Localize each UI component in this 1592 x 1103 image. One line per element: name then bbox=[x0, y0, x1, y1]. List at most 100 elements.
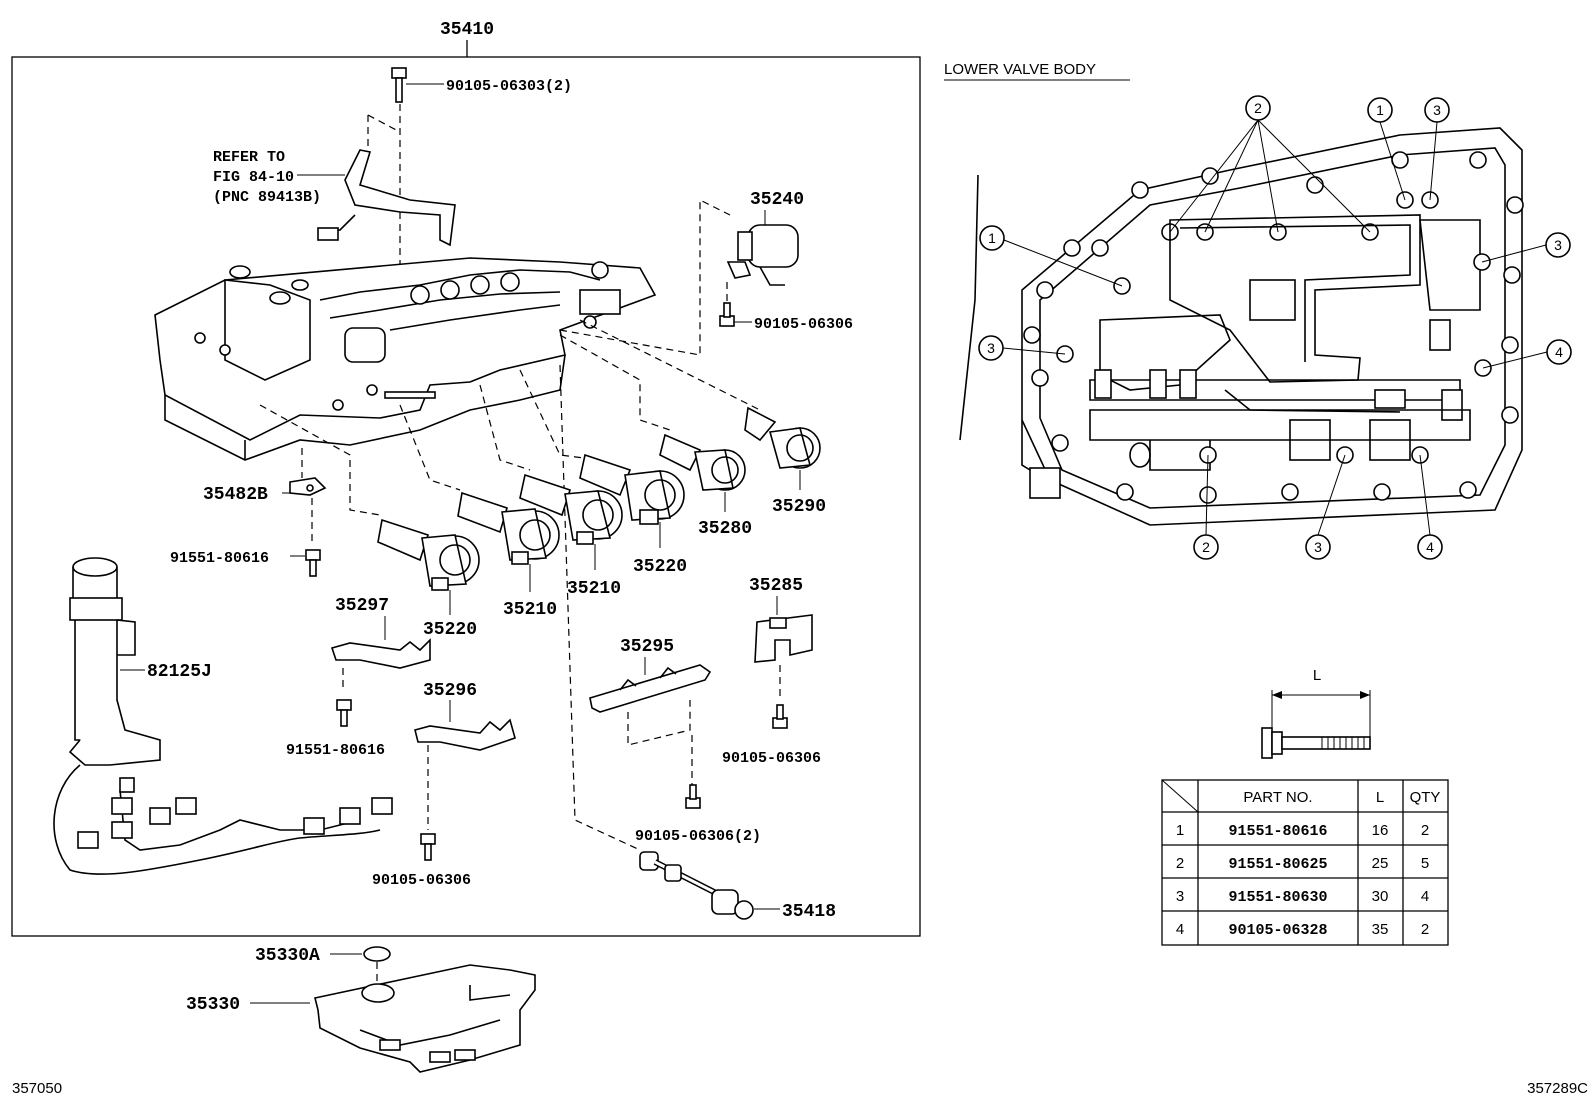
label-35285: 35285 bbox=[749, 576, 803, 596]
wire-bracket-icon bbox=[317, 114, 456, 247]
lower-valve-body-title: LOWER VALVE BODY bbox=[944, 61, 1096, 78]
svg-text:5: 5 bbox=[1421, 855, 1429, 872]
wiring-harness-82125j-icon bbox=[53, 557, 393, 875]
svg-text:4: 4 bbox=[1555, 344, 1563, 360]
label-35210-left: 35210 bbox=[503, 600, 557, 620]
svg-text:90105-06328: 90105-06328 bbox=[1228, 922, 1327, 939]
label-35330a: 35330A bbox=[255, 946, 320, 966]
callout-left-3: 3 bbox=[978, 335, 1004, 361]
svg-text:2: 2 bbox=[1202, 539, 1210, 555]
bolt-91551-a-icon bbox=[305, 549, 321, 577]
table-row: 1 91551-80616 16 2 bbox=[1176, 822, 1429, 840]
bolt-top-icon bbox=[391, 67, 407, 103]
bracket-35296-icon bbox=[414, 718, 516, 751]
callout-top-3: 3 bbox=[1424, 97, 1450, 123]
bracket-35285-icon bbox=[754, 614, 813, 663]
bolt-91551-b-icon bbox=[336, 699, 352, 727]
pipe-35418-icon bbox=[639, 851, 754, 920]
bolt-35295-icon bbox=[685, 784, 701, 809]
svg-text:3: 3 bbox=[1433, 102, 1441, 118]
label-35290: 35290 bbox=[772, 497, 826, 517]
svg-text:2: 2 bbox=[1254, 100, 1262, 116]
table-row: 4 90105-06328 35 2 bbox=[1176, 921, 1429, 939]
refer-text-3: (PNC 89413B) bbox=[213, 189, 321, 206]
bolt-35240-icon bbox=[719, 302, 735, 327]
svg-text:2: 2 bbox=[1176, 855, 1184, 872]
label-35297: 35297 bbox=[335, 596, 389, 616]
svg-text:30: 30 bbox=[1372, 888, 1389, 905]
plate-35295-icon bbox=[589, 664, 712, 713]
callout-bottom-2: 2 bbox=[1193, 534, 1219, 560]
solenoid-35220-left-icon bbox=[377, 518, 480, 591]
solenoid-35210-left-icon bbox=[457, 491, 560, 565]
label-35280: 35280 bbox=[698, 519, 752, 539]
table-row: 2 91551-80625 25 5 bbox=[1176, 855, 1429, 873]
callout-top-2: 2 bbox=[1245, 95, 1271, 121]
dimension-label-l: L bbox=[1313, 667, 1321, 684]
svg-text:91551-80630: 91551-80630 bbox=[1228, 889, 1327, 906]
label-35220-left: 35220 bbox=[423, 620, 477, 640]
label-assembly-35410: 35410 bbox=[440, 20, 494, 40]
refer-text-1: REFER TO bbox=[213, 149, 285, 166]
assembly-frame bbox=[11, 56, 921, 937]
sensor-35240-icon bbox=[726, 224, 799, 286]
label-35330: 35330 bbox=[186, 995, 240, 1015]
svg-text:4: 4 bbox=[1421, 888, 1429, 905]
svg-text:4: 4 bbox=[1426, 539, 1434, 555]
label-bolt-35296: 90105-06306 bbox=[372, 872, 471, 889]
callout-right-4: 4 bbox=[1546, 339, 1572, 365]
svg-text:1: 1 bbox=[1176, 822, 1184, 839]
svg-text:1: 1 bbox=[988, 230, 996, 246]
bolt-table: PART NO. L QTY 1 91551-80616 16 2 2 9155… bbox=[1161, 779, 1449, 946]
svg-text:25: 25 bbox=[1372, 855, 1389, 872]
svg-text:2: 2 bbox=[1421, 822, 1429, 839]
svg-text:16: 16 bbox=[1372, 822, 1389, 839]
table-header-part-no: PART NO. bbox=[1243, 789, 1312, 806]
label-35220-right: 35220 bbox=[633, 557, 687, 577]
label-35210-right: 35210 bbox=[567, 579, 621, 599]
bolt-35285-icon bbox=[772, 704, 788, 729]
label-35418: 35418 bbox=[782, 902, 836, 922]
bolt-dimension-icon: L bbox=[1261, 667, 1371, 759]
table-header-qty: QTY bbox=[1410, 789, 1441, 806]
label-bolt-top: 90105-06303(2) bbox=[446, 78, 572, 95]
lower-valve-body-drawing bbox=[959, 127, 1524, 526]
svg-text:3: 3 bbox=[987, 340, 995, 356]
label-35240: 35240 bbox=[750, 190, 804, 210]
label-bolt-35295: 90105-06306(2) bbox=[635, 828, 761, 845]
label-35295: 35295 bbox=[620, 637, 674, 657]
label-bolt-35240: 90105-06306 bbox=[754, 316, 853, 333]
refer-text-2: FIG 84-10 bbox=[213, 169, 294, 186]
svg-text:2: 2 bbox=[1421, 921, 1429, 938]
solenoid-35280-icon bbox=[659, 433, 746, 491]
valve-body-icon bbox=[154, 257, 657, 461]
figure-code-right: 357289C bbox=[1527, 1080, 1588, 1097]
label-35296: 35296 bbox=[423, 681, 477, 701]
callout-top-1: 1 bbox=[1367, 97, 1393, 123]
label-bolt-91551-b: 91551-80616 bbox=[286, 742, 385, 759]
solenoid-35290-icon bbox=[744, 406, 821, 469]
svg-text:3: 3 bbox=[1314, 539, 1322, 555]
svg-text:3: 3 bbox=[1554, 237, 1562, 253]
svg-text:91551-80625: 91551-80625 bbox=[1228, 856, 1327, 873]
label-bolt-91551-a: 91551-80616 bbox=[170, 550, 269, 567]
svg-text:91551-80616: 91551-80616 bbox=[1228, 823, 1327, 840]
callout-right-3: 3 bbox=[1545, 232, 1571, 258]
callout-bottom-4: 4 bbox=[1417, 534, 1443, 560]
figure-code-left: 357050 bbox=[12, 1080, 62, 1097]
clip-35482b-icon bbox=[289, 477, 327, 496]
solenoid-35210-right-icon bbox=[519, 473, 623, 545]
o-ring-35330a-icon bbox=[363, 946, 391, 962]
label-bolt-35285: 90105-06306 bbox=[722, 750, 821, 767]
solenoid-35220-right-icon bbox=[579, 453, 685, 525]
bolt-35296-icon bbox=[420, 833, 436, 861]
strainer-35330-icon bbox=[314, 964, 536, 1073]
svg-text:35: 35 bbox=[1372, 921, 1389, 938]
svg-text:3: 3 bbox=[1176, 888, 1184, 905]
label-82125j: 82125J bbox=[147, 662, 212, 682]
label-35482b: 35482B bbox=[203, 485, 268, 505]
svg-text:1: 1 bbox=[1376, 102, 1384, 118]
table-header-l: L bbox=[1376, 789, 1384, 806]
